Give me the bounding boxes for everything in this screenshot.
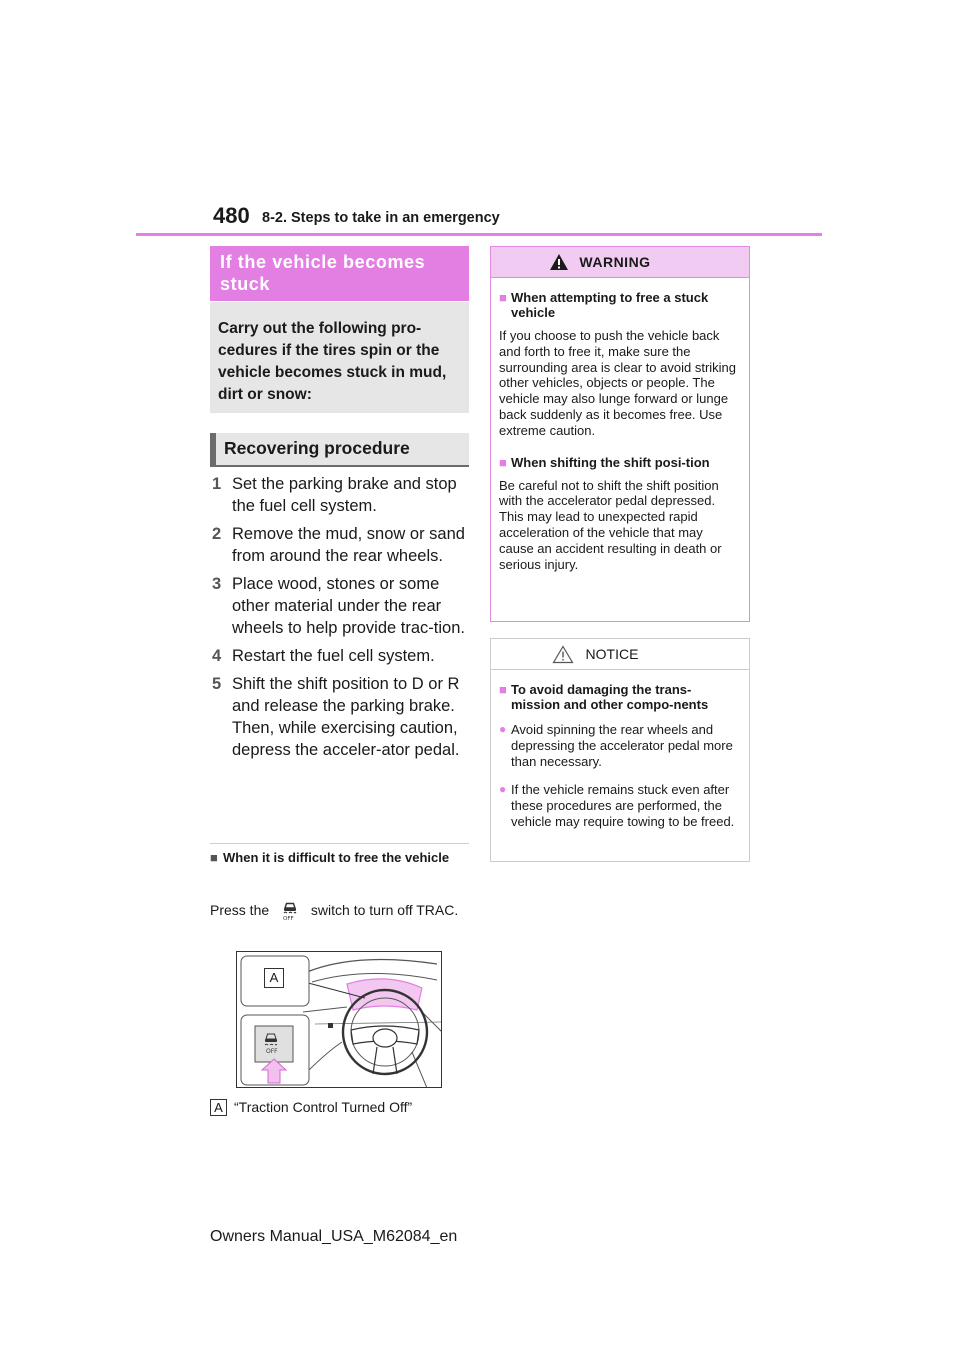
- step-text: Set the parking brake and stop the fuel …: [232, 475, 457, 515]
- figure-callout: A “Traction Control Turned Off”: [210, 1098, 412, 1116]
- bullet-text: Avoid spinning the rear wheels and depre…: [511, 722, 733, 769]
- figure-label-a: A: [264, 968, 284, 988]
- step-text: Shift the shift position to D or R and r…: [232, 675, 460, 759]
- step-number: 3: [212, 575, 222, 593]
- note-text-after: switch to turn off TRAC.: [310, 902, 459, 918]
- step-text: Restart the fuel cell system.: [232, 647, 435, 665]
- step-text: Remove the mud, snow or sand from around…: [232, 525, 465, 565]
- step-item: 1 Set the parking brake and stop the fuel…: [210, 473, 470, 517]
- warning-box: WARNING ■ When attempting to free a stuck…: [490, 246, 750, 622]
- warning-body: ■ When attempting to free a stuck vehicle…: [491, 278, 749, 572]
- notice-heading: ■ To avoid damaging the trans-mission and…: [499, 682, 739, 712]
- switch-off-label: OFF: [266, 1048, 278, 1055]
- notice-header: NOTICE: [491, 639, 749, 670]
- intro-text: Carry out the following pro-cedures if t…: [210, 302, 469, 413]
- header-rule: [136, 233, 822, 236]
- notice-marker: ■: [499, 682, 507, 697]
- step-item: 3 Place wood, stones or some other materi…: [210, 573, 470, 639]
- step-number: 2: [212, 525, 222, 543]
- procedure-steps: 1 Set the parking brake and stop the fuel…: [210, 473, 470, 767]
- step-number: 4: [212, 647, 222, 665]
- step-text: Place wood, stones or some other materia…: [232, 575, 465, 637]
- notice-bullet: ● Avoid spinning the rear wheels and depr…: [499, 722, 739, 769]
- procedure-heading: Recovering procedure: [210, 433, 469, 467]
- bullet-dot: ●: [499, 722, 507, 736]
- warning-section-text: If you choose to push the vehicle back a…: [499, 328, 737, 438]
- warning-marker: ■: [499, 454, 507, 470]
- warning-heading-text: When attempting to free a stuck vehicle: [511, 290, 709, 320]
- step-item: 4 Restart the fuel cell system.: [210, 645, 470, 667]
- notice-title: NOTICE: [585, 646, 639, 662]
- notice-bullet: ● If the vehicle remains stuck even after…: [499, 782, 739, 829]
- step-number: 1: [212, 475, 222, 493]
- caution-icon: [551, 644, 574, 663]
- svg-text:OFF: OFF: [283, 916, 294, 921]
- footer-text: Owners Manual_USA_M62084_en: [210, 1228, 458, 1245]
- bullet-text: If the vehicle remains stuck even after …: [511, 782, 735, 829]
- warning-title: WARNING: [579, 254, 651, 270]
- dashboard-illustration: [240, 955, 441, 1087]
- note-body: Press the OFF switch to turn off TRAC.: [210, 898, 470, 923]
- warning-section-heading: ■When shifting the shift posi-tion: [499, 455, 739, 470]
- warning-section-text: Be careful not to shift the shift positi…: [499, 477, 722, 572]
- step-number: 5: [212, 675, 222, 693]
- notice-box: NOTICE ■ To avoid damaging the trans-miss…: [490, 638, 750, 862]
- note-heading-text: When it is difficult to free the vehicle: [223, 850, 450, 865]
- page-number: 480: [213, 203, 250, 228]
- divider: [210, 843, 469, 844]
- note-heading: ■ When it is difficult to free the vehic…: [210, 850, 470, 865]
- note-marker: ■: [210, 850, 218, 865]
- warning-section-heading: ■ When attempting to free a stuck vehicle: [499, 290, 739, 320]
- callout-text: “Traction Control Turned Off”: [234, 1099, 413, 1115]
- dashboard-figure: A OFF: [236, 951, 442, 1088]
- step-item: 2 Remove the mud, snow or sand from aroun…: [210, 523, 470, 567]
- warning-heading-text: When shifting the shift posi-tion: [511, 454, 710, 470]
- note-text-before: Press the: [210, 902, 270, 918]
- callout-label: A: [210, 1098, 227, 1116]
- notice-heading-text: To avoid damaging the trans-mission and …: [511, 682, 709, 712]
- warning-icon: [550, 254, 569, 270]
- page-title: If the vehicle becomes stuck: [210, 246, 469, 301]
- section-title: 8-2. Steps to take in an emergency: [262, 210, 500, 226]
- warning-marker: ■: [499, 290, 507, 305]
- notice-body: ■ To avoid damaging the trans-mission and…: [491, 670, 749, 830]
- step-item: 5 Shift the shift position to D or R and …: [210, 673, 470, 761]
- warning-header: WARNING: [491, 247, 749, 278]
- bullet-dot: ●: [499, 782, 507, 797]
- trac-off-icon: OFF: [283, 902, 297, 921]
